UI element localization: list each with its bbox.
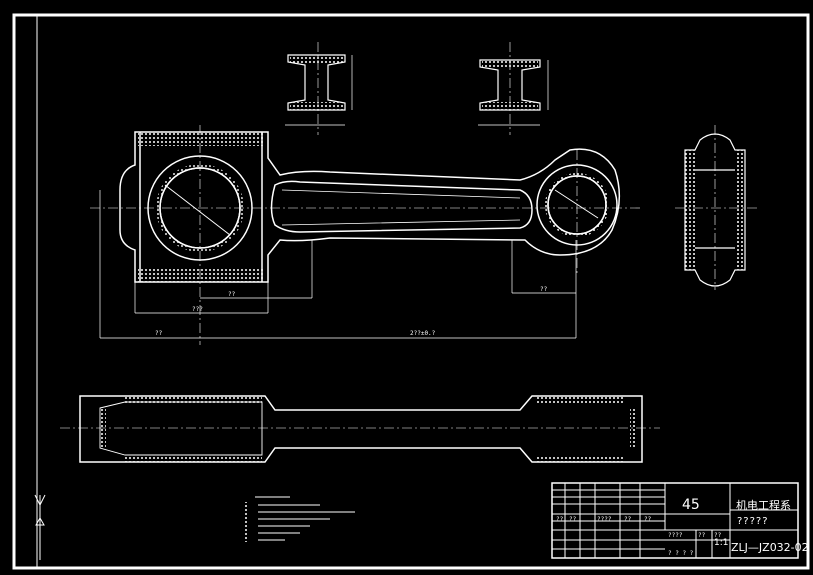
front-dimensions	[99, 190, 577, 339]
title-block	[551, 482, 799, 559]
tb-cell-2: ??	[569, 516, 577, 523]
section-view-right	[478, 59, 549, 126]
tb-cell-8: ??	[714, 532, 722, 539]
dim-offset: ??	[155, 330, 163, 337]
tb-cell-3: ????	[597, 516, 612, 523]
drawing-number: ZLJ—JZ032-02	[731, 541, 809, 554]
dim-big-end: ???	[192, 306, 203, 313]
tb-cell-5: ??	[644, 516, 652, 523]
tb-cell-9: ? ? ? ?	[668, 550, 694, 557]
notes	[245, 496, 355, 542]
dim-small-end: ??	[540, 286, 548, 293]
dim-bore: ??	[228, 291, 236, 298]
inner-border	[36, 14, 809, 569]
material-label: 45	[682, 497, 700, 513]
outer-border	[12, 13, 810, 570]
top-view	[79, 395, 643, 463]
side-view	[684, 133, 746, 287]
tb-cell-7: ??	[698, 532, 706, 539]
department-label: 机电工程系	[736, 499, 791, 512]
tb-cell-4: ??	[624, 516, 632, 523]
front-view	[119, 131, 621, 283]
tb-cell-6: ????	[668, 532, 683, 539]
section-view-left	[285, 54, 353, 126]
ucs-icon	[34, 494, 46, 560]
center-lines	[60, 42, 760, 429]
tb-cell-1: ??	[556, 516, 564, 523]
part-name-label: ?????	[737, 516, 769, 527]
dim-overall: 2??±0.?	[410, 330, 436, 337]
scale-label: 1:1	[714, 538, 729, 548]
